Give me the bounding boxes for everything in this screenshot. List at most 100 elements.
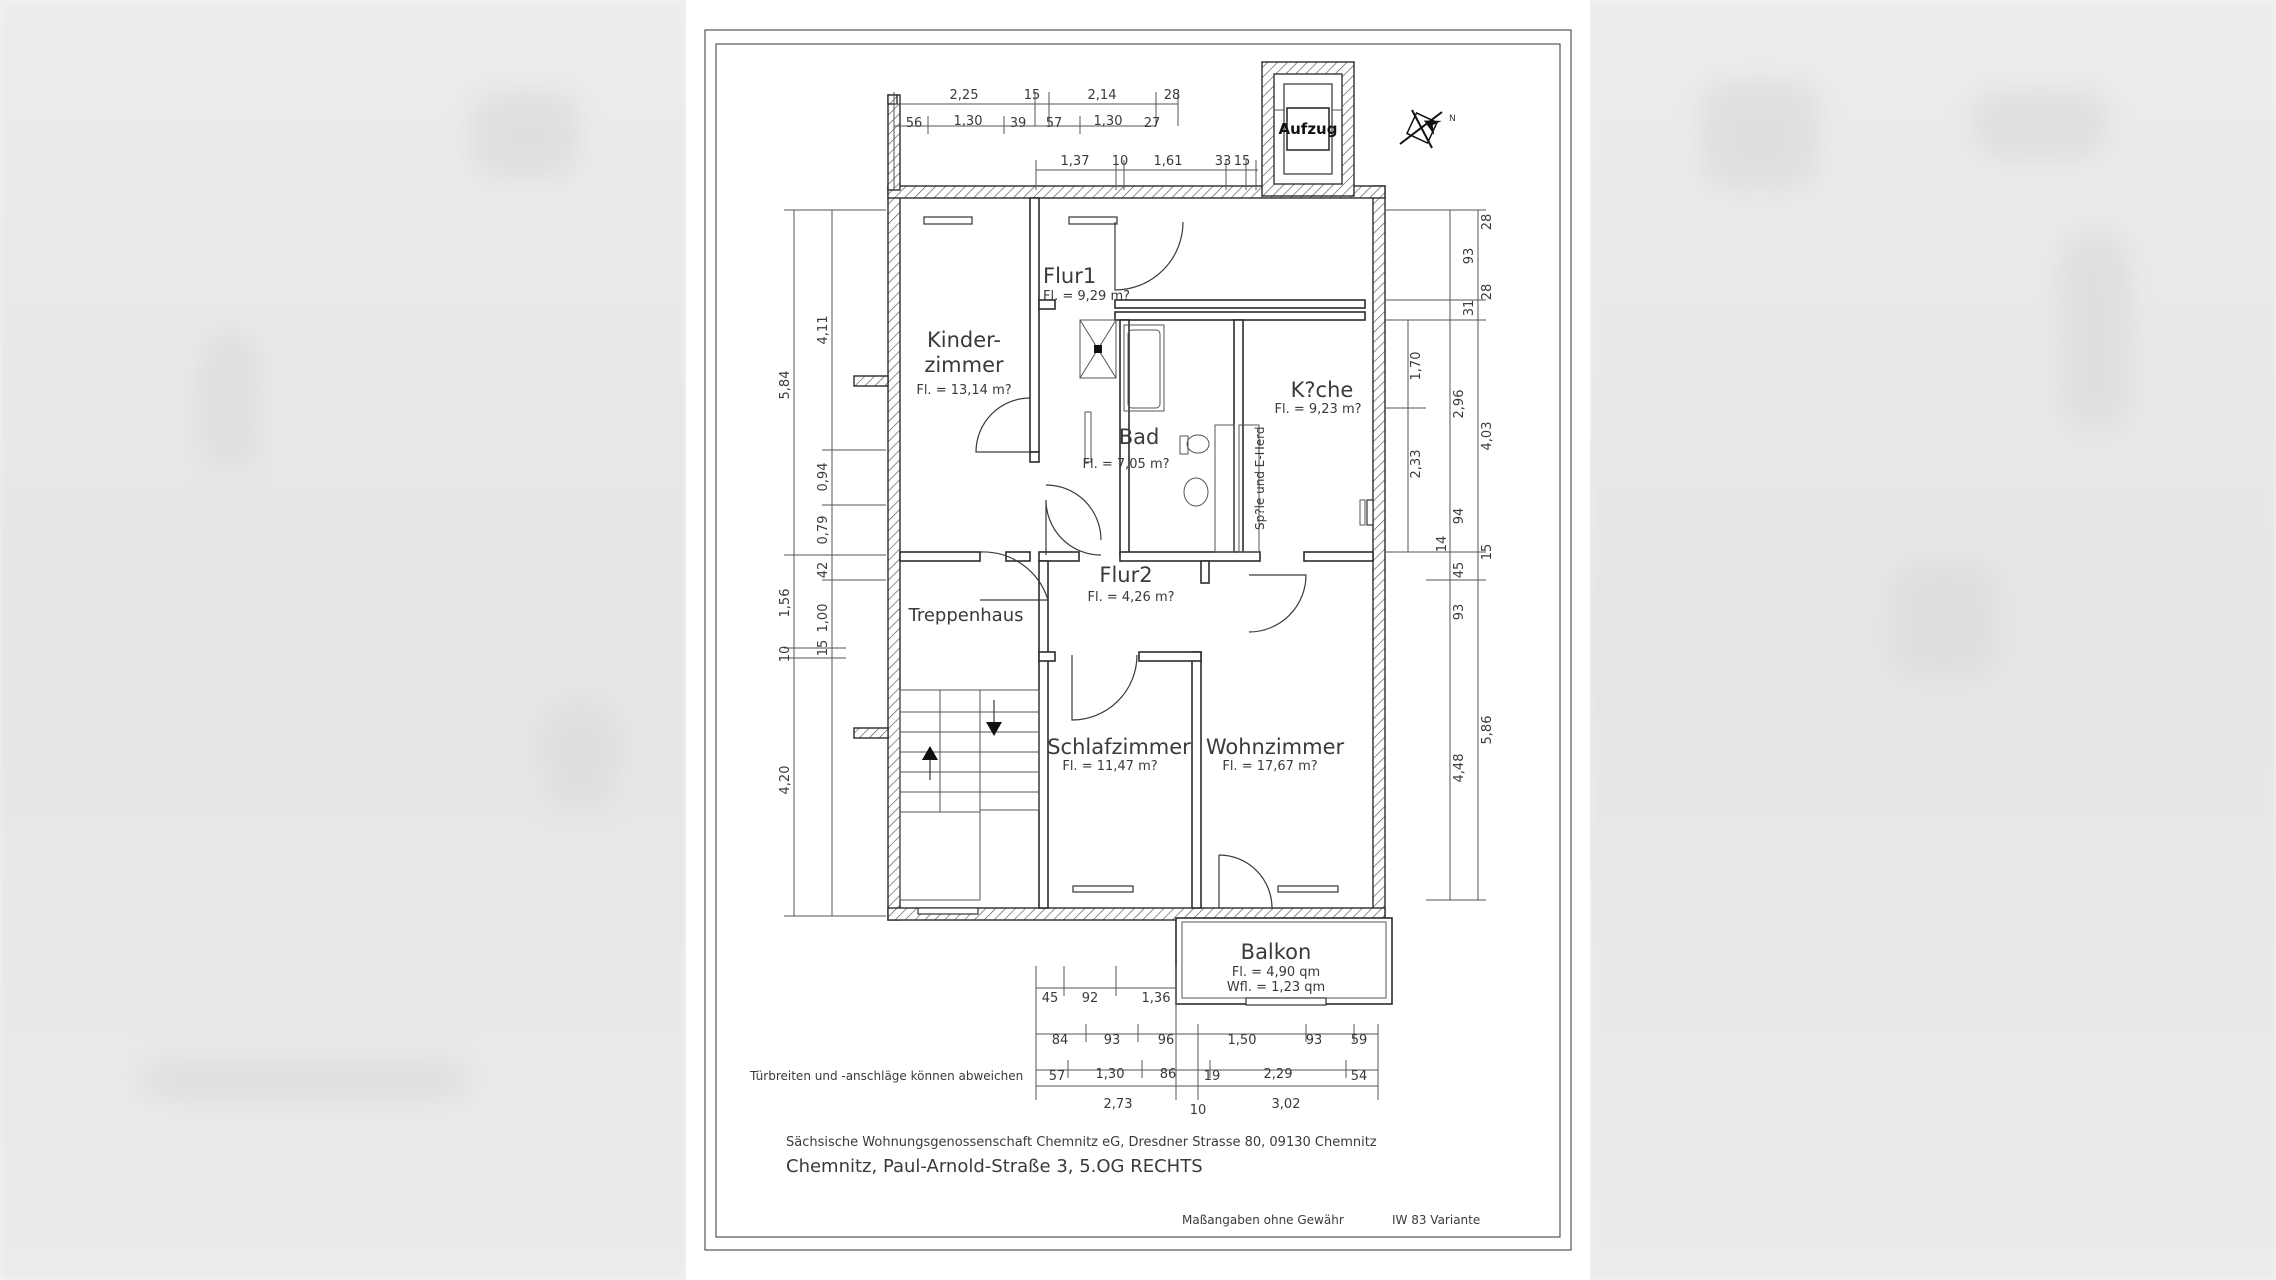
dim-bottom-r2: 59 <box>1351 1033 1368 1048</box>
ghost-shape <box>1700 80 1820 190</box>
ghost-shape <box>2060 230 2130 430</box>
dim-left-inner: 1,00 <box>816 604 831 633</box>
area-kinderzimmer: Fl. = 13,14 m? <box>916 383 1011 398</box>
area-balkon-2: Wfl. = 1,23 qm <box>1227 980 1325 995</box>
dim-bottom-r3: 1,30 <box>1096 1067 1125 1082</box>
dim-left-inner: 0,94 <box>816 463 831 492</box>
dim-bottom-r2: 84 <box>1052 1033 1069 1048</box>
area-bad: Fl. = 7,05 m? <box>1082 457 1169 472</box>
left-wall-stub <box>853 375 889 387</box>
exterior-walls <box>887 94 1386 921</box>
dim-bottom-r1: 1,36 <box>1142 991 1171 1006</box>
label-flur1: Flur1 <box>1043 264 1096 288</box>
balcony <box>1175 917 1393 1006</box>
dim-right-mid: 93 <box>1452 604 1467 621</box>
dim-right-mid: 45 <box>1452 562 1467 579</box>
ghost-shape <box>140 1060 470 1100</box>
dim-top-r1: 2,14 <box>1088 88 1117 103</box>
dim-right-near: 2,33 <box>1409 450 1424 479</box>
elevator-label: Aufzug <box>1279 120 1338 138</box>
dim-right-mid: 2,96 <box>1452 390 1467 419</box>
dimensions-bottom: 45 92 1,36 84 93 96 1,50 93 59 57 1,30 8… <box>1035 966 1379 1118</box>
label-kinderzimmer-2: zimmer <box>924 353 1004 377</box>
area-kueche: Fl. = 9,23 m? <box>1274 402 1361 417</box>
label-wohnzimmer: Wohnzimmer <box>1206 735 1345 759</box>
stair-up-arrow <box>922 746 938 760</box>
dim-bottom-r4: 2,73 <box>1104 1097 1133 1112</box>
dim-right-far: 28 <box>1480 214 1495 231</box>
dim-bottom-r2: 96 <box>1158 1033 1175 1048</box>
floor-plan-sheet: Aufzug <box>686 0 1590 1280</box>
label-kueche: K?che <box>1291 378 1354 402</box>
dim-left-outer: 4,20 <box>778 766 793 795</box>
dim-bottom-r2: 93 <box>1104 1033 1121 1048</box>
dim-top-r1: 2,25 <box>950 88 979 103</box>
dim-left-outer: 5,84 <box>778 371 793 400</box>
label-bad: Bad <box>1119 425 1160 449</box>
dim-bottom-r1: 45 <box>1042 991 1059 1006</box>
dim-left-inner: 42 <box>816 562 831 579</box>
dim-right-far: 15 <box>1480 544 1495 561</box>
dim-top-r2: 56 <box>906 116 923 131</box>
note-disclaimer: Maßangaben ohne Gewähr <box>1182 1213 1344 1227</box>
dim-bottom-r3: 57 <box>1049 1069 1066 1084</box>
windows <box>917 216 1374 915</box>
kitchen-counter-top <box>1238 424 1260 553</box>
dim-bottom-r2: 93 <box>1306 1033 1323 1048</box>
dim-top-r3: 33 <box>1215 154 1232 169</box>
dim-bottom-r3: 19 <box>1204 1069 1221 1084</box>
dim-bottom-r3: 2,29 <box>1264 1067 1293 1082</box>
dim-right-mid: 94 <box>1452 508 1467 525</box>
dim-left-inner: 0,79 <box>816 516 831 545</box>
area-schlafzimmer: Fl. = 11,47 m? <box>1062 759 1157 774</box>
ghost-shape <box>470 90 580 180</box>
stair-down-arrow <box>986 722 1002 736</box>
ghost-shape <box>540 700 620 810</box>
dim-top-r2: 27 <box>1144 116 1161 131</box>
dim-top-r3: 1,61 <box>1154 154 1183 169</box>
dim-top-r2: 1,30 <box>954 114 983 129</box>
dim-right-far: 4,03 <box>1480 422 1495 451</box>
dim-top-r3: 10 <box>1112 154 1129 169</box>
dim-top-r2: 57 <box>1046 116 1063 131</box>
dim-right-far: 5,86 <box>1480 716 1495 745</box>
sheet-inner-frame <box>715 43 1561 1238</box>
note-property-address: Chemnitz, Paul-Arnold-Straße 3, 5.OG REC… <box>786 1156 1203 1177</box>
sheet-outer-frame <box>704 29 1572 1251</box>
label-treppenhaus: Treppenhaus <box>908 605 1024 626</box>
dim-top-r1: 28 <box>1164 88 1181 103</box>
room-labels: Kinder- zimmer Fl. = 13,14 m? Flur1 Fl. … <box>908 264 1362 995</box>
dim-right-far: 31 <box>1462 300 1477 317</box>
area-balkon-1: Fl. = 4,90 qm <box>1232 965 1320 980</box>
staircase <box>899 689 1040 901</box>
dim-top-r2: 1,30 <box>1094 114 1123 129</box>
dim-bottom-r3: 54 <box>1351 1069 1368 1084</box>
bathroom-fixtures <box>1079 319 1210 507</box>
dim-bottom-r1: 92 <box>1082 991 1099 1006</box>
kitchen-counter <box>1214 424 1235 553</box>
left-wall-stub-lower <box>853 727 889 739</box>
kitchen-counter-label: Sp?le und E-Herd <box>1253 427 1267 530</box>
dim-top-r2: 39 <box>1010 116 1027 131</box>
dim-bottom-r2: 1,50 <box>1228 1033 1257 1048</box>
label-schlafzimmer: Schlafzimmer <box>1047 735 1191 759</box>
dim-left-outer: 10 <box>778 646 793 663</box>
dim-right-far: 28 <box>1480 284 1495 301</box>
dim-left-outer: 1,56 <box>778 589 793 618</box>
dim-right-mid: 4,48 <box>1452 754 1467 783</box>
dim-bottom-r4: 10 <box>1190 1103 1207 1118</box>
dim-top-r1: 15 <box>1024 88 1041 103</box>
label-kinderzimmer-1: Kinder- <box>927 328 1001 352</box>
label-balkon: Balkon <box>1241 940 1312 964</box>
area-wohnzimmer: Fl. = 17,67 m? <box>1222 759 1317 774</box>
dim-left-inner: 15 <box>816 640 831 657</box>
dim-top-r3: 15 <box>1234 154 1251 169</box>
elevator-shaft: Aufzug <box>1261 61 1355 197</box>
floor-plan-drawing: Aufzug <box>704 29 1572 1251</box>
right-blurred-background <box>1590 0 2276 1280</box>
label-flur2: Flur2 <box>1099 563 1152 587</box>
note-cooperative-address: Sächsische Wohnungsgenossenschaft Chemni… <box>786 1135 1377 1150</box>
kitchen-radiator <box>1359 499 1366 526</box>
left-blurred-background <box>0 0 686 1280</box>
